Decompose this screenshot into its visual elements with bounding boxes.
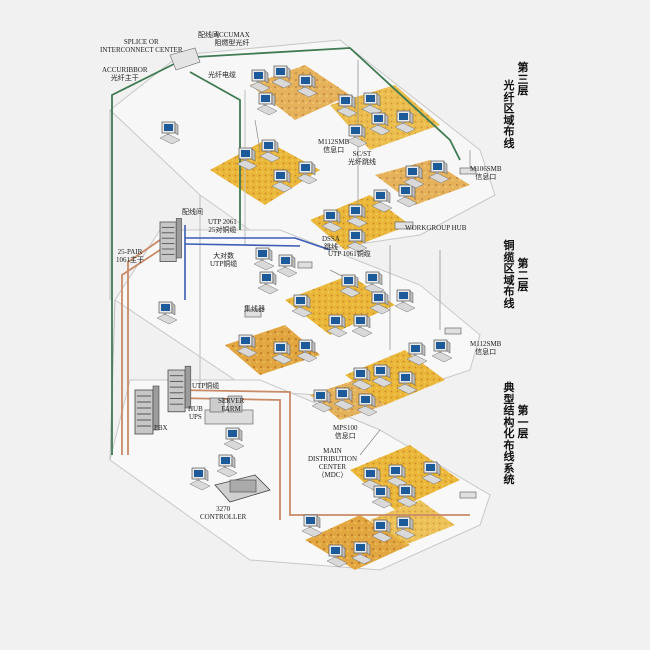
label-line: UPS	[188, 413, 202, 421]
second-floor-title: 铜缆区域布线	[503, 239, 515, 310]
label-line: UTP铜缆	[210, 260, 238, 268]
hub-devices	[244, 167, 477, 499]
utp2061-label: UTP 2061 25对铜缆	[208, 218, 237, 234]
accuribbor-label: ACCURIBBOR 光纤主干	[102, 66, 148, 82]
workgroup-hub-label: WORKGROUP HUB	[405, 224, 467, 232]
fiber-cable-label: 光纤电缆	[208, 71, 236, 79]
label-line: SPLICE OR	[123, 38, 159, 46]
workstation	[346, 229, 368, 253]
label-line: 光纤跳线	[348, 158, 376, 166]
utp-copper-label: UTP铜缆	[192, 382, 220, 390]
pbx-label: PBX	[154, 424, 168, 432]
controller-3270	[214, 474, 271, 503]
server-farm	[204, 395, 254, 425]
label-line: 信息口	[475, 173, 497, 181]
hub-ups-label: HUB UPS	[188, 405, 203, 421]
label-line: 光纤主干	[110, 74, 139, 82]
label-line: FARM	[221, 405, 241, 413]
label-line: 信息口	[334, 432, 356, 440]
dssa-label: DSSA 跳线	[322, 235, 340, 251]
wiring-closet-second-label: 配线间	[182, 208, 203, 216]
fiber-backbone	[111, 47, 461, 455]
utp1061-label: UTP 1061铜缆	[328, 250, 371, 258]
first-floor-title: 典型结构化布线系统	[503, 381, 515, 486]
mdc-label: MAIN DISTRIBUTION CENTER （MDC）	[308, 447, 357, 479]
label-line: CENTER	[318, 463, 347, 471]
mps100-label: MPS100 信息口	[333, 424, 358, 440]
label-line: 1061主干	[116, 256, 144, 264]
label-line: UTP 2061	[208, 218, 237, 226]
pair25-label: 25-PAIR 1061主干	[116, 248, 144, 264]
first-floor-name: 第一层	[517, 404, 529, 440]
third-floor-name: 第三层	[517, 61, 529, 97]
utp-cable	[184, 225, 331, 300]
second-floor-name: 第二层	[517, 257, 529, 293]
label-line: ACCUMAX	[214, 31, 250, 39]
label-line: 25-PAIR	[117, 248, 143, 256]
m112smb-second-label: M112SMB 信息口	[470, 340, 501, 356]
label-line: 信息口	[323, 146, 345, 154]
label-line: MAIN	[323, 447, 342, 455]
label-line: M106SMB	[470, 165, 502, 173]
label-line: SERVER	[218, 397, 245, 405]
label-line: 跳线	[323, 243, 338, 251]
label-line: （MDC）	[317, 471, 348, 479]
splice-center-label: SPLICE OR INTERCONNECT CENTER	[100, 38, 183, 54]
controller-label: 3270 CONTROLLER	[200, 505, 246, 521]
work-area	[210, 140, 320, 205]
m112smb-third-label: M112SMB 信息口	[318, 138, 349, 154]
label-line: INTERCONNECT CENTER	[100, 46, 183, 54]
label-line: ACCURIBBOR	[102, 66, 148, 74]
third-floor-title: 光纤区域布线	[503, 79, 515, 150]
wiring-closet-second	[159, 217, 183, 263]
label-line: 25对铜缆	[208, 226, 237, 234]
jixianqi-label: 集线器	[244, 305, 265, 313]
label-line: 大对数	[213, 252, 235, 260]
label-line: SC/ST	[352, 150, 372, 158]
wiring-closet-third-label: 配线间	[198, 31, 219, 39]
scst-label: SC/ST 光纤跳线	[348, 150, 376, 166]
m106smb-label: M106SMB 信息口	[470, 165, 502, 181]
accumax-label: ACCUMAX 阻燃型光纤	[214, 31, 250, 47]
wiring-closet-third	[169, 47, 201, 71]
label-line: M112SMB	[318, 138, 350, 146]
label-line: 3270	[216, 505, 231, 513]
label-line: M112SMB	[470, 340, 502, 348]
label-line: HUB	[188, 405, 203, 413]
server-farm-label: SERVER FARM	[218, 397, 244, 413]
label-line: 阻燃型光纤	[214, 39, 250, 47]
daduishu-label: 大对数 UTP铜缆	[210, 252, 237, 268]
label-line: CONTROLLER	[200, 513, 247, 521]
label-line: DISTRIBUTION	[308, 455, 357, 463]
label-line: MPS100	[333, 424, 358, 432]
label-line: 信息口	[475, 348, 497, 356]
label-line: DSSA	[322, 235, 340, 243]
